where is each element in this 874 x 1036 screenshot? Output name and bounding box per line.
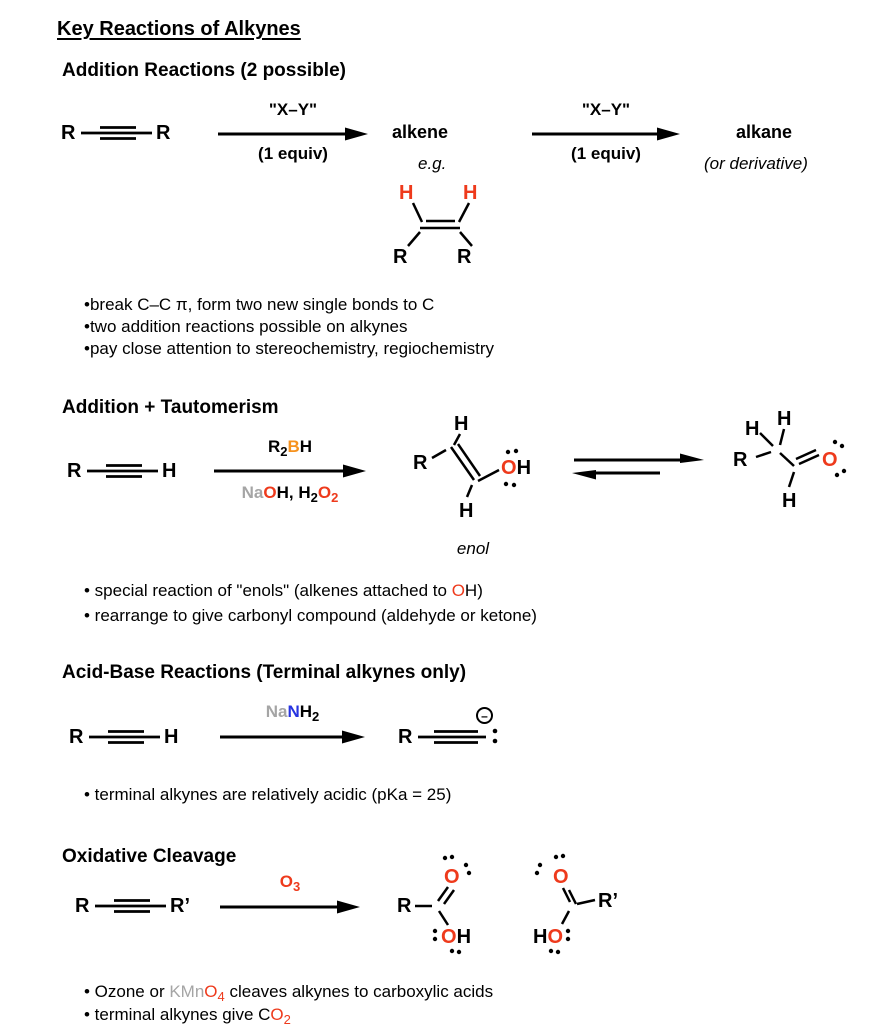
arrow-icon (220, 900, 360, 914)
section-heading-tautomerism: Addition + Tautomerism (62, 397, 279, 418)
bullet-item: • Ozone or KMnO4 cleaves alkynes to carb… (84, 982, 494, 1004)
atom-o-top: O (553, 866, 569, 888)
reaction-arrow-2: "X–Y" (1 equiv) (532, 100, 680, 170)
reagent-naoh-h2o2: NaOH, H2O2 (241, 483, 339, 505)
reagent-label: "X–Y" (581, 100, 631, 119)
arrow-icon (220, 730, 365, 744)
section-heading-addition: Addition Reactions (2 possible) (62, 60, 346, 81)
reagent-label: "X–Y" (268, 100, 318, 119)
triple-bond (95, 899, 166, 913)
atom-r: R (733, 449, 748, 471)
lone-pair-dots (492, 728, 498, 744)
arrow-icon (218, 127, 368, 141)
lone-pair-dots (503, 448, 519, 488)
atom-h-left: H (399, 182, 414, 204)
equiv-label: (1 equiv) (571, 144, 641, 163)
alkene-bonds (407, 202, 473, 247)
ozonolysis-arrow: O3 (220, 872, 360, 916)
lone-pair-dots (432, 854, 472, 955)
enol-structure: H R OH H enol (405, 398, 540, 563)
triple-bond (87, 464, 158, 478)
lone-pair-dots (534, 853, 571, 955)
negative-charge-icon: – (476, 707, 493, 724)
equilibrium-arrows-icon (568, 450, 708, 484)
carboxylic-acid-2: O R’ HO (520, 843, 625, 963)
deprotonation-arrow: NaNH2 (220, 702, 365, 746)
carboxylic-acid-1: R O OH (393, 843, 478, 963)
section-heading-acid-base: Acid-Base Reactions (Terminal alkynes on… (62, 662, 467, 683)
atom-r-left: R (393, 246, 408, 268)
section-heading-oxidative-cleavage: Oxidative Cleavage (62, 846, 237, 867)
atom-o-top: O (444, 866, 460, 888)
equiv-label: (1 equiv) (258, 144, 328, 163)
bullet-item: •break C–C π, form two new single bonds … (84, 295, 435, 314)
atom-h-top: H (454, 413, 469, 435)
hydroxyl-group: OH (441, 926, 472, 948)
acetylide-anion-structure: R – (398, 705, 516, 755)
reaction-arrow-1: "X–Y" (1 equiv) (218, 100, 368, 170)
triple-bond (89, 730, 160, 744)
reagent-r2bh: R2BH (267, 437, 313, 459)
bullet-item: • rearrange to give carbonyl compound (a… (84, 606, 537, 625)
bullet-list-acid-base: • terminal alkynes are relatively acidic… (84, 784, 451, 806)
atom-r-prime: R’ (170, 895, 190, 917)
atom-r: R (398, 726, 413, 748)
reagent-nanh2: NaNH2 (265, 702, 320, 724)
triple-bond (81, 126, 152, 140)
product-label-alkene: alkene (392, 122, 449, 142)
eg-note: e.g. (418, 154, 447, 173)
atom-r: R (69, 726, 84, 748)
page-title: Key Reactions of Alkynes (57, 18, 301, 40)
alkyne-structure-3: R H (68, 721, 180, 753)
derivative-note: (or derivative) (704, 154, 808, 173)
hydroxyl-group: OH (501, 457, 532, 479)
atom-h: H (164, 726, 179, 748)
atom-r-prime: R’ (598, 890, 618, 912)
bullet-item: • special reaction of "enols" (alkenes a… (84, 581, 483, 600)
reagent-o3: O3 (279, 872, 301, 894)
product-label-alkane: alkane (736, 122, 793, 142)
bullet-list-addition: •break C–C π, form two new single bonds … (84, 294, 494, 360)
cis-alkene-structure: H H R R (393, 183, 488, 268)
atom-r: R (75, 895, 90, 917)
atom-o: O (822, 449, 838, 471)
atom-r: R (397, 895, 412, 917)
acid-bonds (534, 853, 596, 955)
atom-r: R (413, 452, 428, 474)
alkyne-structure-2: R H (66, 455, 178, 487)
atom-h1: H (745, 418, 760, 440)
atom-r-right: R (457, 246, 472, 268)
atom-h-right: H (463, 182, 478, 204)
atom-h2: H (777, 408, 792, 430)
hydroxyl-group: HO (533, 926, 564, 948)
arrow-icon (532, 127, 680, 141)
bullet-item: • terminal alkynes are relatively acidic… (84, 785, 452, 804)
bullet-item: •pay close attention to stereochemistry,… (84, 339, 495, 358)
triple-bond (418, 728, 498, 744)
bullet-item: •two addition reactions possible on alky… (84, 317, 408, 336)
atom-r: R (67, 460, 82, 482)
lone-pair-dots (832, 439, 847, 478)
atom-h: H (162, 460, 177, 482)
atom-r-right: R (156, 122, 171, 144)
atom-r-left: R (61, 122, 76, 144)
bullet-list-enol: • special reaction of "enols" (alkenes a… (84, 578, 537, 628)
aldehyde-structure: H H R O H (708, 393, 858, 518)
atom-h-bottom: H (782, 490, 797, 512)
acid-bonds (415, 854, 472, 955)
atom-h-bottom: H (459, 500, 474, 522)
alkyne-structure-4: R R’ (74, 890, 194, 922)
bullet-list-cleavage: • Ozone or KMnO4 cleaves alkynes to carb… (84, 980, 493, 1026)
arrow-icon (214, 464, 366, 478)
enol-caption: enol (456, 539, 490, 558)
alkyne-structure-1: R R (60, 117, 172, 149)
aldehyde-bonds (755, 428, 847, 488)
hydroboration-arrow: R2BH NaOH, H2O2 (214, 437, 366, 509)
enol-bonds (431, 433, 519, 498)
bullet-item: • terminal alkynes give CO2 (84, 1005, 291, 1027)
